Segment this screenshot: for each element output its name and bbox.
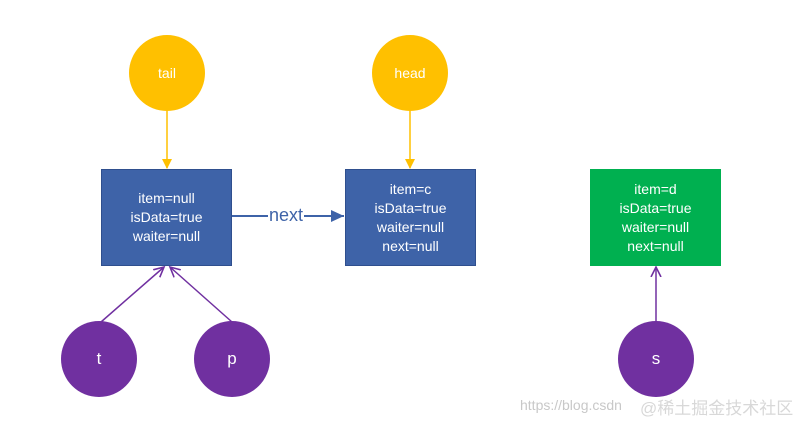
t-arrow <box>100 267 164 323</box>
tail-label: tail <box>158 65 176 81</box>
watermark-brand-text: @稀土掘金技术社区 <box>640 399 794 418</box>
tail-pointer: tail <box>129 35 205 111</box>
watermark-url: https://blog.csdn <box>520 397 622 413</box>
node-1-item: item=null <box>138 190 195 206</box>
node-2: item=c isData=true waiter=null next=null <box>345 169 476 266</box>
thread-p: p <box>194 321 270 397</box>
thread-s: s <box>618 321 694 397</box>
node-2-next: next=null <box>382 237 439 254</box>
node-1-isdata: isData=true <box>130 209 203 225</box>
node-3-isdata: isData=true <box>619 199 692 216</box>
watermark: https://blog.csdn <box>520 397 622 413</box>
node-3-item: item=d <box>634 180 677 197</box>
node-2-item: item=c <box>389 180 432 197</box>
node-1-waiter: waiter=null <box>132 228 201 244</box>
thread-t-label: t <box>96 349 102 368</box>
head-pointer: head <box>372 35 448 111</box>
next-link-label: next <box>268 205 305 226</box>
watermark-brand: @稀土掘金技术社区 <box>640 394 793 419</box>
thread-s-label: s <box>651 349 661 368</box>
thread-p-label: p <box>227 349 237 368</box>
node-2-isdata: isData=true <box>374 199 447 216</box>
node-2-waiter: waiter=null <box>376 218 445 235</box>
node-3: item=d isData=true waiter=null next=null <box>590 169 721 266</box>
node-3-next: next=null <box>627 237 684 254</box>
node-1: item=null isData=true waiter=null <box>101 169 232 266</box>
head-label: head <box>394 65 426 81</box>
node-3-waiter: waiter=null <box>621 218 690 235</box>
p-arrow <box>170 267 233 323</box>
thread-t: t <box>61 321 137 397</box>
